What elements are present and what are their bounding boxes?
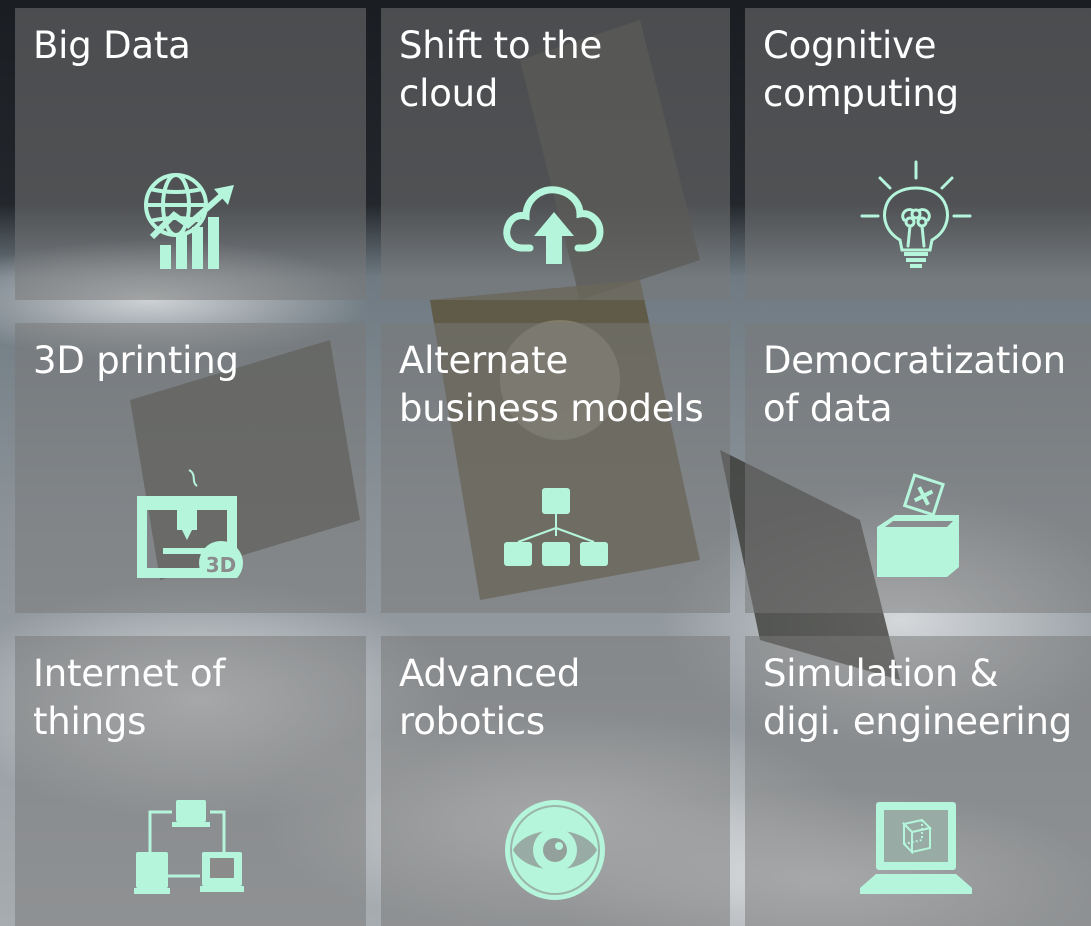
3d-badge-text: 3D [206,553,237,577]
tile-big-data[interactable]: Big Data [15,8,366,300]
3d-printer-icon: 3D [127,468,247,578]
tile-label: Internet of things [33,652,226,743]
tile-label: Simulation & digi. engineering [763,652,1073,743]
robot-eye-icon [495,794,615,904]
lightbulb-icon [856,160,976,270]
globe-growth-chart-icon [130,165,250,275]
tile-democratization-of-data[interactable]: Democratization of data [745,323,1091,613]
cloud-upload-icon [496,166,616,276]
tile-internet-of-things[interactable]: Internet of things [15,636,366,926]
tile-label: 3D printing [33,339,239,382]
tile-label: Big Data [33,24,191,67]
tile-label: Democratization of data [763,339,1066,430]
ballot-box-icon [863,471,983,581]
laptop-cube-icon [856,794,976,904]
tile-simulation-digi-engineering[interactable]: Simulation & digi. engineering [745,636,1091,926]
tile-alternate-business-models[interactable]: Alternate business models [381,323,730,613]
network-devices-icon [130,796,250,906]
tile-label: Cognitive computing [763,24,959,115]
tile-label: Shift to the cloud [399,24,603,115]
tile-label: Advanced robotics [399,652,581,743]
tile-label: Alternate business models [399,339,704,430]
tile-advanced-robotics[interactable]: Advanced robotics [381,636,730,926]
tile-cognitive-computing[interactable]: Cognitive computing [745,8,1091,300]
org-chart-icon [496,478,616,588]
tile-3d-printing[interactable]: 3D printing 3D [15,323,366,613]
tile-shift-to-the-cloud[interactable]: Shift to the cloud [381,8,730,300]
